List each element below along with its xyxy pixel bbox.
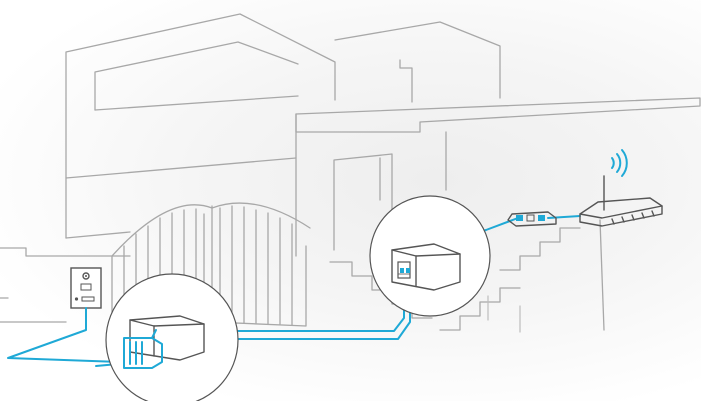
cable-door-station: [8, 308, 120, 362]
router-icon: [580, 176, 662, 226]
house-outline: [0, 14, 700, 332]
poe-injector-detail: [370, 196, 490, 316]
intercom-icon: [71, 268, 101, 308]
ethernet-plug-detail: [106, 274, 238, 401]
wifi-icon: [612, 150, 627, 176]
